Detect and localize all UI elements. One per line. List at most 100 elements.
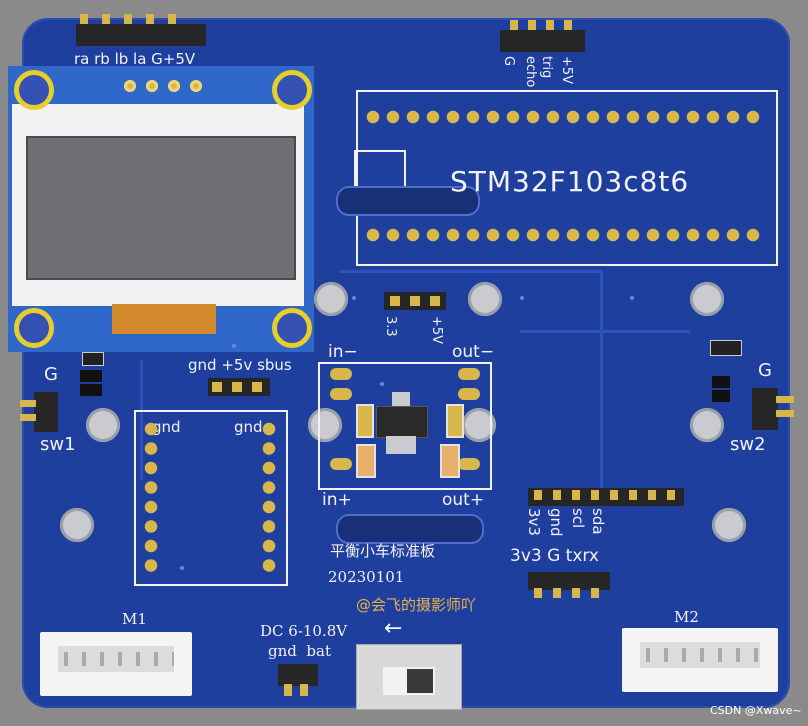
trace [600, 270, 603, 490]
regulator-chip [376, 406, 428, 438]
ultrasonic-label-trig: trig [539, 56, 554, 79]
sw2-g-label: G [758, 360, 772, 381]
i2c-gnd: gnd [547, 508, 565, 537]
oled-display [26, 136, 296, 280]
via [380, 382, 384, 386]
smd-part [82, 352, 104, 366]
m2-label: M2 [674, 608, 699, 626]
regulator-pad [458, 388, 480, 400]
watermark: @会飞的摄影师吖 [356, 596, 477, 614]
oled-mount-hole [14, 308, 54, 348]
sw1-g-label: G [44, 364, 58, 385]
gnd-bat-label: gnd bat [268, 642, 331, 660]
ultrasonic-label-echo: echo [523, 56, 538, 88]
via [520, 296, 524, 300]
power-label-33: 3.3 [383, 316, 398, 337]
dc-header [278, 664, 318, 686]
m1-label: M1 [122, 610, 147, 628]
ultrasonic-label-g: G [501, 56, 516, 67]
i2c-scl: scl [569, 508, 587, 529]
sw1-label: sw1 [40, 434, 76, 455]
mount-hole [690, 282, 724, 316]
regulator-slot [336, 514, 484, 544]
capacitor [440, 444, 460, 478]
top-header-pins [80, 14, 190, 24]
dc-header-pins [284, 684, 314, 696]
regulator-pad [330, 458, 352, 470]
oled-pin [124, 80, 136, 92]
board-title: 平衡小车标准板 [330, 542, 436, 560]
i2c-3v3: 3v3 [525, 508, 543, 536]
regulator-outline [318, 362, 492, 490]
power-switch[interactable] [356, 644, 462, 710]
regulator-pad [330, 388, 352, 400]
mount-hole [690, 408, 724, 442]
regulator-pad [458, 458, 480, 470]
power-switch-knob[interactable] [407, 669, 433, 693]
sbus-label: gnd +5v sbus [188, 356, 292, 374]
oled-mount-hole [14, 70, 54, 110]
regulator-base [386, 436, 416, 454]
driver-left-pins [144, 422, 158, 578]
capacitor [356, 444, 376, 478]
oled-mount-hole [272, 308, 312, 348]
mcu-slot [336, 186, 480, 216]
mcu-label: STM32F103c8t6 [450, 165, 690, 198]
out-plus-label: out+ [442, 490, 485, 510]
m1-connector-pins [64, 652, 174, 666]
sw2-label: sw2 [730, 434, 766, 455]
trace [340, 270, 600, 273]
mount-hole [86, 408, 120, 442]
ultrasonic-label-5v: +5V [559, 56, 574, 85]
regulator-pad [458, 368, 480, 380]
uart-label: 3v3 G txrx [510, 546, 599, 566]
smd-part [80, 384, 102, 396]
ultrasonic-header [500, 30, 585, 52]
mount-hole [712, 508, 746, 542]
out-minus-label: out− [452, 342, 495, 362]
smd-part [712, 390, 730, 402]
regulator-pad [330, 368, 352, 380]
mcu-outline [356, 90, 778, 266]
mount-hole [60, 508, 94, 542]
power-header-pins [390, 296, 446, 306]
top-header-label: ra rb lb la G+5V [74, 50, 196, 68]
trace [520, 330, 690, 333]
csdn-credit: CSDN @Xwave~ [710, 704, 802, 717]
mcu-top-pins [366, 110, 766, 124]
switch-arrow: ← [384, 616, 403, 641]
mount-hole [468, 282, 502, 316]
driver-right-pins [262, 422, 276, 578]
oled-ribbon [112, 304, 216, 334]
oled-pin [146, 80, 158, 92]
sw1-header [34, 392, 58, 432]
in-minus-label: in− [328, 342, 358, 362]
via [352, 296, 356, 300]
m2-connector-pins [646, 648, 760, 662]
smd-part [80, 370, 102, 382]
via [180, 566, 184, 570]
ultrasonic-header [510, 20, 580, 30]
dc-label: DC 6-10.8V [260, 622, 348, 640]
capacitor [446, 404, 464, 438]
via [630, 296, 634, 300]
smd-part [710, 340, 742, 356]
regulator-tab [392, 392, 410, 406]
trace [140, 360, 143, 480]
i2c-sda: sda [589, 508, 607, 535]
driver-gnd-right: gnd [234, 418, 263, 436]
via [232, 344, 236, 348]
in-plus-label: in+ [322, 490, 352, 510]
sw1-header-pins [20, 400, 36, 424]
mount-hole [308, 408, 342, 442]
board-date: 20230101 [328, 568, 405, 586]
driver-outline [134, 410, 288, 586]
top-header-pins [76, 24, 206, 46]
mount-hole [314, 282, 348, 316]
capacitor [356, 404, 374, 438]
uart-header-pins [534, 588, 608, 598]
oled-pin [190, 80, 202, 92]
power-label-5v: +5V [429, 316, 444, 345]
oled-pin [168, 80, 180, 92]
uart-header [528, 572, 610, 590]
